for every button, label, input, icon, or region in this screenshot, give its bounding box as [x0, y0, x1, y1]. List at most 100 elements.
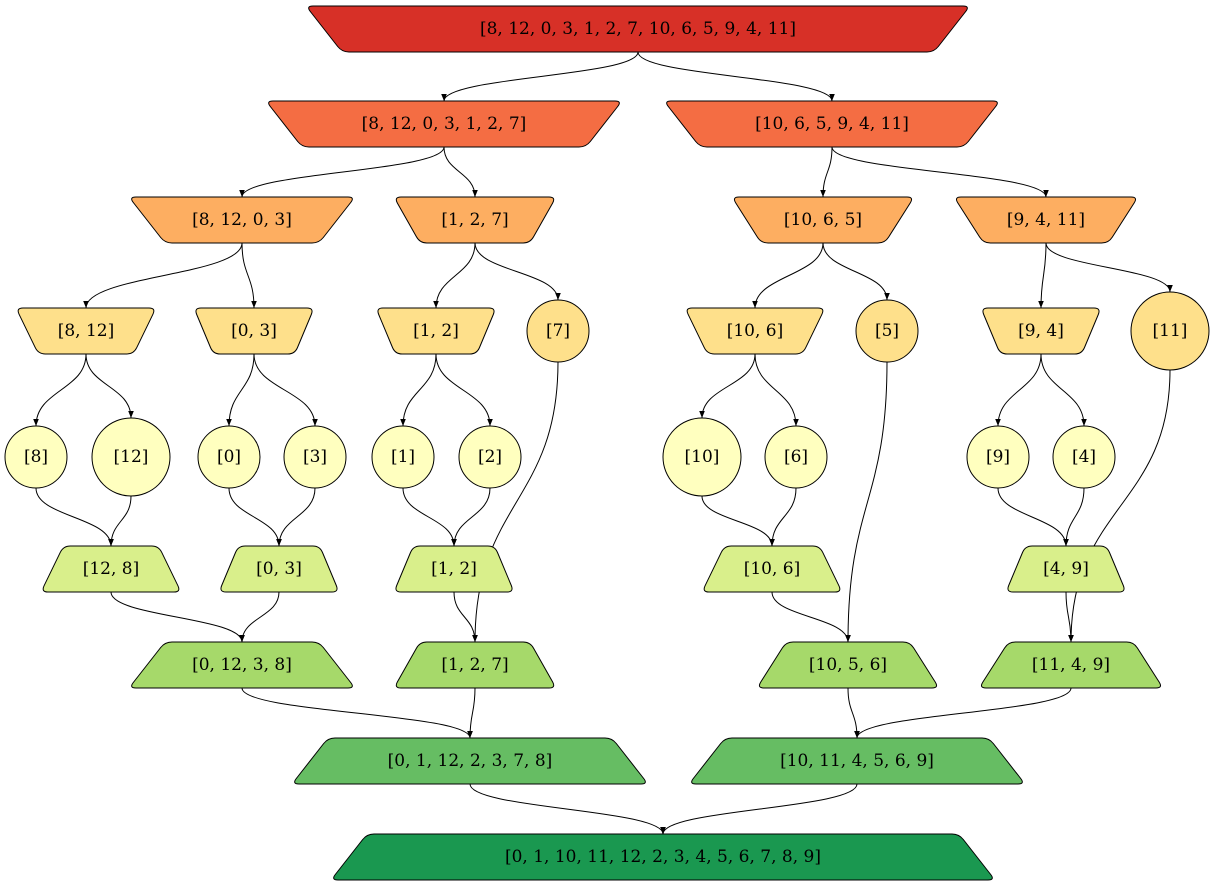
node-n10: [7] [526, 299, 590, 363]
edge-n2-to-n6 [831, 146, 1049, 198]
node-label-n12: [5] [875, 321, 899, 341]
node-shape-n9 [377, 307, 495, 355]
node-n7: [8, 12] [17, 307, 155, 355]
node-label-n16: [12] [114, 447, 149, 467]
node-n4: [1, 2, 7] [395, 196, 555, 244]
node-shape-n32 [758, 641, 938, 689]
node-n34: [0, 1, 12, 2, 3, 7, 8] [294, 737, 646, 785]
edge-n34-to-n36 [469, 783, 666, 835]
edge-n18-to-n26 [276, 487, 316, 547]
node-label-n31: [1, 2, 7] [441, 655, 508, 675]
node-n35: [10, 11, 4, 5, 6, 9] [691, 737, 1023, 785]
node-label-n17: [0] [217, 447, 241, 467]
edge-n6-to-n14 [1045, 242, 1173, 293]
node-shape-n27 [395, 545, 513, 593]
node-n32: [10, 5, 6] [758, 641, 938, 689]
edge-n0-to-n2 [637, 51, 835, 102]
node-n16: [12] [91, 417, 171, 497]
node-n27: [1, 2] [395, 545, 513, 593]
node-label-n0: [8, 12, 0, 3, 1, 2, 7, 10, 6, 5, 9, 4, 1… [480, 19, 796, 39]
node-n20: [2] [458, 425, 522, 489]
node-label-n1: [8, 12, 0, 3, 1, 2, 7] [362, 114, 527, 134]
node-shape-n30 [131, 641, 353, 689]
node-shape-n34 [294, 737, 646, 785]
node-n5: [10, 6, 5] [733, 196, 913, 244]
node-shape-n17 [197, 425, 261, 489]
node-label-n36: [0, 1, 10, 11, 12, 2, 3, 4, 5, 6, 7, 8, … [505, 847, 821, 867]
edge-n1-to-n4 [443, 146, 478, 198]
node-n24: [4] [1052, 425, 1116, 489]
node-shape-n6 [955, 196, 1137, 244]
node-shape-n29 [1007, 545, 1125, 593]
edge-n19-to-n27 [402, 487, 457, 547]
node-label-n10: [7] [546, 321, 570, 341]
node-shape-n31 [395, 641, 555, 689]
node-shape-n16 [91, 417, 171, 497]
node-label-n33: [11, 4, 9] [1032, 655, 1110, 675]
edge-n0-to-n1 [441, 51, 639, 102]
node-shape-n26 [220, 545, 338, 593]
node-n6: [9, 4, 11] [955, 196, 1137, 244]
edge-n2-to-n5 [820, 146, 833, 198]
node-n3: [8, 12, 0, 3] [131, 196, 353, 244]
node-n25: [12, 8] [42, 545, 180, 593]
node-n26: [0, 3] [220, 545, 338, 593]
node-n22: [6] [764, 425, 828, 489]
node-label-n34: [0, 1, 12, 2, 3, 7, 8] [388, 751, 553, 771]
edge-n4-to-n9 [433, 242, 476, 309]
node-label-n26: [0, 3] [256, 559, 302, 579]
edge-n9-to-n20 [435, 353, 493, 427]
node-label-n19: [1] [391, 447, 415, 467]
node-n30: [0, 12, 3, 8] [131, 641, 353, 689]
node-n2: [10, 6, 5, 9, 4, 11] [666, 100, 998, 148]
node-label-n8: [0, 3] [231, 321, 277, 341]
node-label-n35: [10, 11, 4, 5, 6, 9] [780, 751, 934, 771]
node-shape-n35 [691, 737, 1023, 785]
node-n21: [10] [662, 417, 742, 497]
node-n23: [9] [966, 425, 1030, 489]
node-n29: [4, 9] [1007, 545, 1125, 593]
node-shape-n3 [131, 196, 353, 244]
edge-n4-to-n10 [474, 242, 561, 301]
node-shape-n10 [526, 299, 590, 363]
edge-n1-to-n3 [239, 146, 445, 198]
edge-n3-to-n8 [241, 242, 257, 309]
edge-n7-to-n16 [85, 353, 134, 419]
node-n15: [8] [4, 425, 68, 489]
node-label-n13: [9, 4] [1018, 321, 1064, 341]
edge-n29-to-n33 [1065, 591, 1074, 643]
edge-n9-to-n19 [400, 353, 437, 427]
node-layer: [8, 12, 0, 3, 1, 2, 7, 10, 6, 5, 9, 4, 1… [4, 5, 1210, 881]
edge-n12-to-n32 [845, 361, 888, 643]
node-shape-n8 [195, 307, 313, 355]
node-shape-n2 [666, 100, 998, 148]
edge-n11-to-n22 [754, 353, 799, 427]
edge-n16-to-n25 [108, 495, 132, 547]
node-n13: [9, 4] [982, 307, 1100, 355]
edge-n13-to-n24 [1040, 353, 1087, 427]
node-n33: [11, 4, 9] [980, 641, 1162, 689]
edge-n25-to-n30 [110, 591, 245, 643]
node-label-n23: [9] [986, 447, 1010, 467]
edge-n28-to-n32 [771, 591, 851, 643]
node-shape-n12 [855, 299, 919, 363]
node-shape-n25 [42, 545, 180, 593]
node-shape-n11 [686, 307, 824, 355]
node-label-n15: [8] [24, 447, 48, 467]
node-n17: [0] [197, 425, 261, 489]
node-shape-n19 [371, 425, 435, 489]
node-shape-n0 [308, 5, 968, 53]
node-n19: [1] [371, 425, 435, 489]
node-shape-n21 [662, 417, 742, 497]
node-n31: [1, 2, 7] [395, 641, 555, 689]
edge-n15-to-n25 [35, 487, 114, 547]
node-shape-n36 [333, 833, 993, 881]
node-shape-n1 [268, 100, 620, 148]
node-label-n11: [10, 6] [727, 321, 784, 341]
node-label-n7: [8, 12] [58, 321, 115, 341]
node-n28: [10, 6] [703, 545, 841, 593]
edge-n26-to-n30 [239, 591, 280, 643]
node-n0: [8, 12, 0, 3, 1, 2, 7, 10, 6, 5, 9, 4, 1… [308, 5, 968, 53]
node-shape-n28 [703, 545, 841, 593]
